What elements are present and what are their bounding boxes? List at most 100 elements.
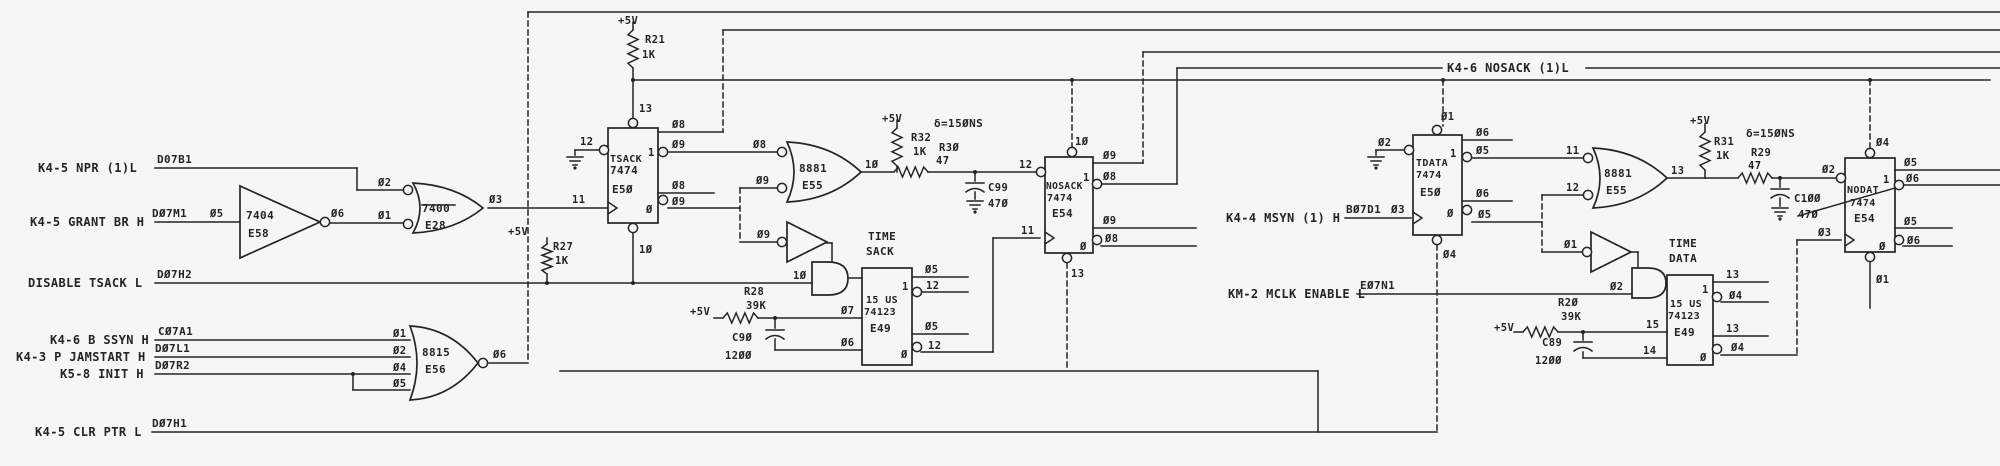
schematic-text: DØ7H1 (152, 417, 187, 430)
cap-plate-curved (1572, 346, 1594, 353)
inversion-bubble (911, 341, 923, 353)
schematic-text: Ø4 (1730, 342, 1744, 354)
or-gate (411, 182, 485, 234)
schematic-text: Ø4 (1728, 290, 1742, 302)
junction-dot (1581, 330, 1585, 334)
capacitor (764, 329, 786, 341)
schematic-text: Ø5 (392, 378, 406, 390)
schematic-text: K4-5 CLR PTR L (35, 425, 142, 439)
inversion-bubble (627, 117, 639, 129)
inversion-bubble (402, 218, 414, 230)
schematic-text: Ø3 (488, 194, 502, 206)
schematic-text: EØ7N1 (1360, 279, 1395, 292)
schematic-text: 12ØØ (1535, 355, 1562, 367)
schematic-text: Ø6 (330, 208, 344, 220)
schematic-text: 11 (572, 194, 585, 206)
schematic-text: R31 (1714, 136, 1734, 148)
junction-dot (351, 372, 355, 376)
schematic-text: 12 (1019, 159, 1032, 171)
schematic-text: Ø5 (1475, 145, 1489, 157)
schematic-text: Ø (900, 349, 908, 361)
schematic-text: 12 (928, 340, 941, 352)
inversion-bubble (1581, 246, 1593, 258)
schematic-text: 8815 (422, 346, 450, 359)
inversion-bubble (319, 216, 331, 228)
schematic-text: Ø9 (671, 196, 685, 208)
schematic-text: TIME (868, 230, 896, 243)
schematic-text: 47 (1748, 160, 1761, 172)
wire (1797, 185, 1903, 217)
schematic-text: 1Ø (1075, 136, 1089, 148)
ground-icon (1771, 207, 1789, 221)
cap-plate-curved (764, 334, 786, 341)
schematic-text: 39K (746, 300, 766, 312)
inversion-bubble (627, 222, 639, 234)
clock-input (1043, 230, 1056, 246)
junction-dot (545, 281, 549, 285)
schematic-text: 47 (936, 155, 949, 167)
schematic-text: Ø2 (1377, 137, 1391, 149)
schematic-text: Ø6 (1906, 235, 1920, 247)
schematic-text: R32 (911, 132, 931, 144)
ic-box (1044, 156, 1094, 254)
schematic-text: R21 (645, 34, 665, 46)
cap-plate-curved (964, 187, 986, 194)
junction-dot (973, 170, 977, 174)
ground-icon (966, 200, 984, 214)
inversion-bubble (1403, 144, 1415, 156)
junction-dot (773, 316, 777, 320)
schematic-text: 1Ø (639, 244, 653, 256)
schematic-text: 13 (1671, 165, 1684, 177)
schematic-text: 1 (1450, 148, 1457, 160)
schematic-text: DØ7M1 (152, 207, 187, 220)
inversion-bubble (1061, 252, 1073, 264)
schematic-text: Ø8 (671, 180, 685, 192)
schematic-text: Ø9 (1102, 215, 1116, 227)
schematic-text: 1 (1083, 172, 1090, 184)
and-gate (1631, 267, 1667, 299)
schematic-text: E5Ø (612, 183, 633, 196)
schematic-text: 14 (1643, 345, 1656, 357)
schematic-text: Ø9 (1102, 150, 1116, 162)
schematic-text: 1Ø (865, 159, 879, 171)
inversion-bubble (1461, 151, 1473, 163)
schematic-text: E54 (1052, 207, 1073, 220)
schematic-text: DISABLE TSACK L (28, 276, 142, 290)
schematic-text: CØ7A1 (158, 325, 193, 338)
schematic-text: +5V (1494, 322, 1514, 334)
or-gate (785, 141, 863, 203)
clock-input (1843, 232, 1856, 248)
schematic-text: Ø5 (1903, 157, 1917, 169)
inversion-bubble (1431, 124, 1443, 136)
inversion-bubble (477, 357, 489, 369)
schematic-text: 7474 (610, 164, 638, 177)
schematic-text: 12 (926, 280, 939, 292)
schematic-text: 12ØØ (725, 350, 752, 362)
schematic-text: C89 (1542, 337, 1562, 349)
or-gate (408, 325, 480, 401)
schematic-text: R27 (553, 241, 573, 253)
schematic-text: δ=15ØNS (1746, 127, 1795, 140)
inversion-bubble (1864, 251, 1876, 263)
schematic-text: BØ7D1 (1346, 203, 1381, 216)
schematic-text: Ø1 (1875, 274, 1889, 286)
schematic-text: DØ7L1 (155, 342, 190, 355)
schematic-text: K4-4 MSYN (1) H (1226, 211, 1340, 225)
schematic-text: 74123 (864, 307, 896, 318)
inversion-bubble (657, 146, 669, 158)
schematic-text: Ø9 (756, 229, 770, 241)
schematic-text: 13 (1071, 268, 1084, 280)
schematic-text: Ø7 (840, 305, 854, 317)
inversion-bubble (776, 236, 788, 248)
inversion-bubble (1035, 166, 1047, 178)
schematic-text: Ø1 (1563, 239, 1577, 251)
schematic-text: Ø3 (1817, 227, 1831, 239)
schematic-text: K4-6 B SSYN H (50, 333, 149, 347)
schematic-text: 8881 (799, 162, 827, 175)
inverter (239, 184, 323, 260)
schematic-text: K4-5 NPR (1)L (38, 161, 137, 175)
schematic-text: 7400 (422, 202, 450, 215)
ic-box (1666, 274, 1714, 366)
schematic-text: 1K (1716, 150, 1730, 162)
schematic-text: C99 (988, 182, 1008, 194)
